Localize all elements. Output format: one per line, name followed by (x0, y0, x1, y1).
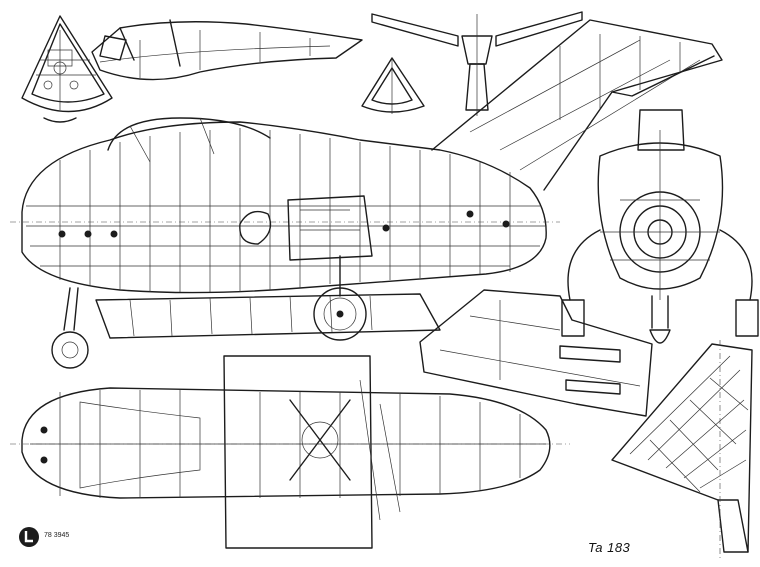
main-side-view (10, 19, 723, 369)
fuselage-plan-view (10, 355, 570, 549)
publisher-logo-icon (19, 527, 39, 547)
publisher-code: 78 3945 (44, 532, 70, 539)
wing-plan-view (611, 340, 753, 560)
upper-fin-plan (419, 289, 653, 417)
tail-small-section (361, 57, 425, 114)
cockpit-front-section (21, 15, 113, 123)
tail-front-view (371, 11, 583, 116)
nose-front-view (561, 109, 759, 344)
aircraft-designation: Ta 183 (588, 540, 631, 555)
publisher-stamp: 78 3945 (18, 526, 148, 548)
canopy-side-view (91, 19, 363, 81)
